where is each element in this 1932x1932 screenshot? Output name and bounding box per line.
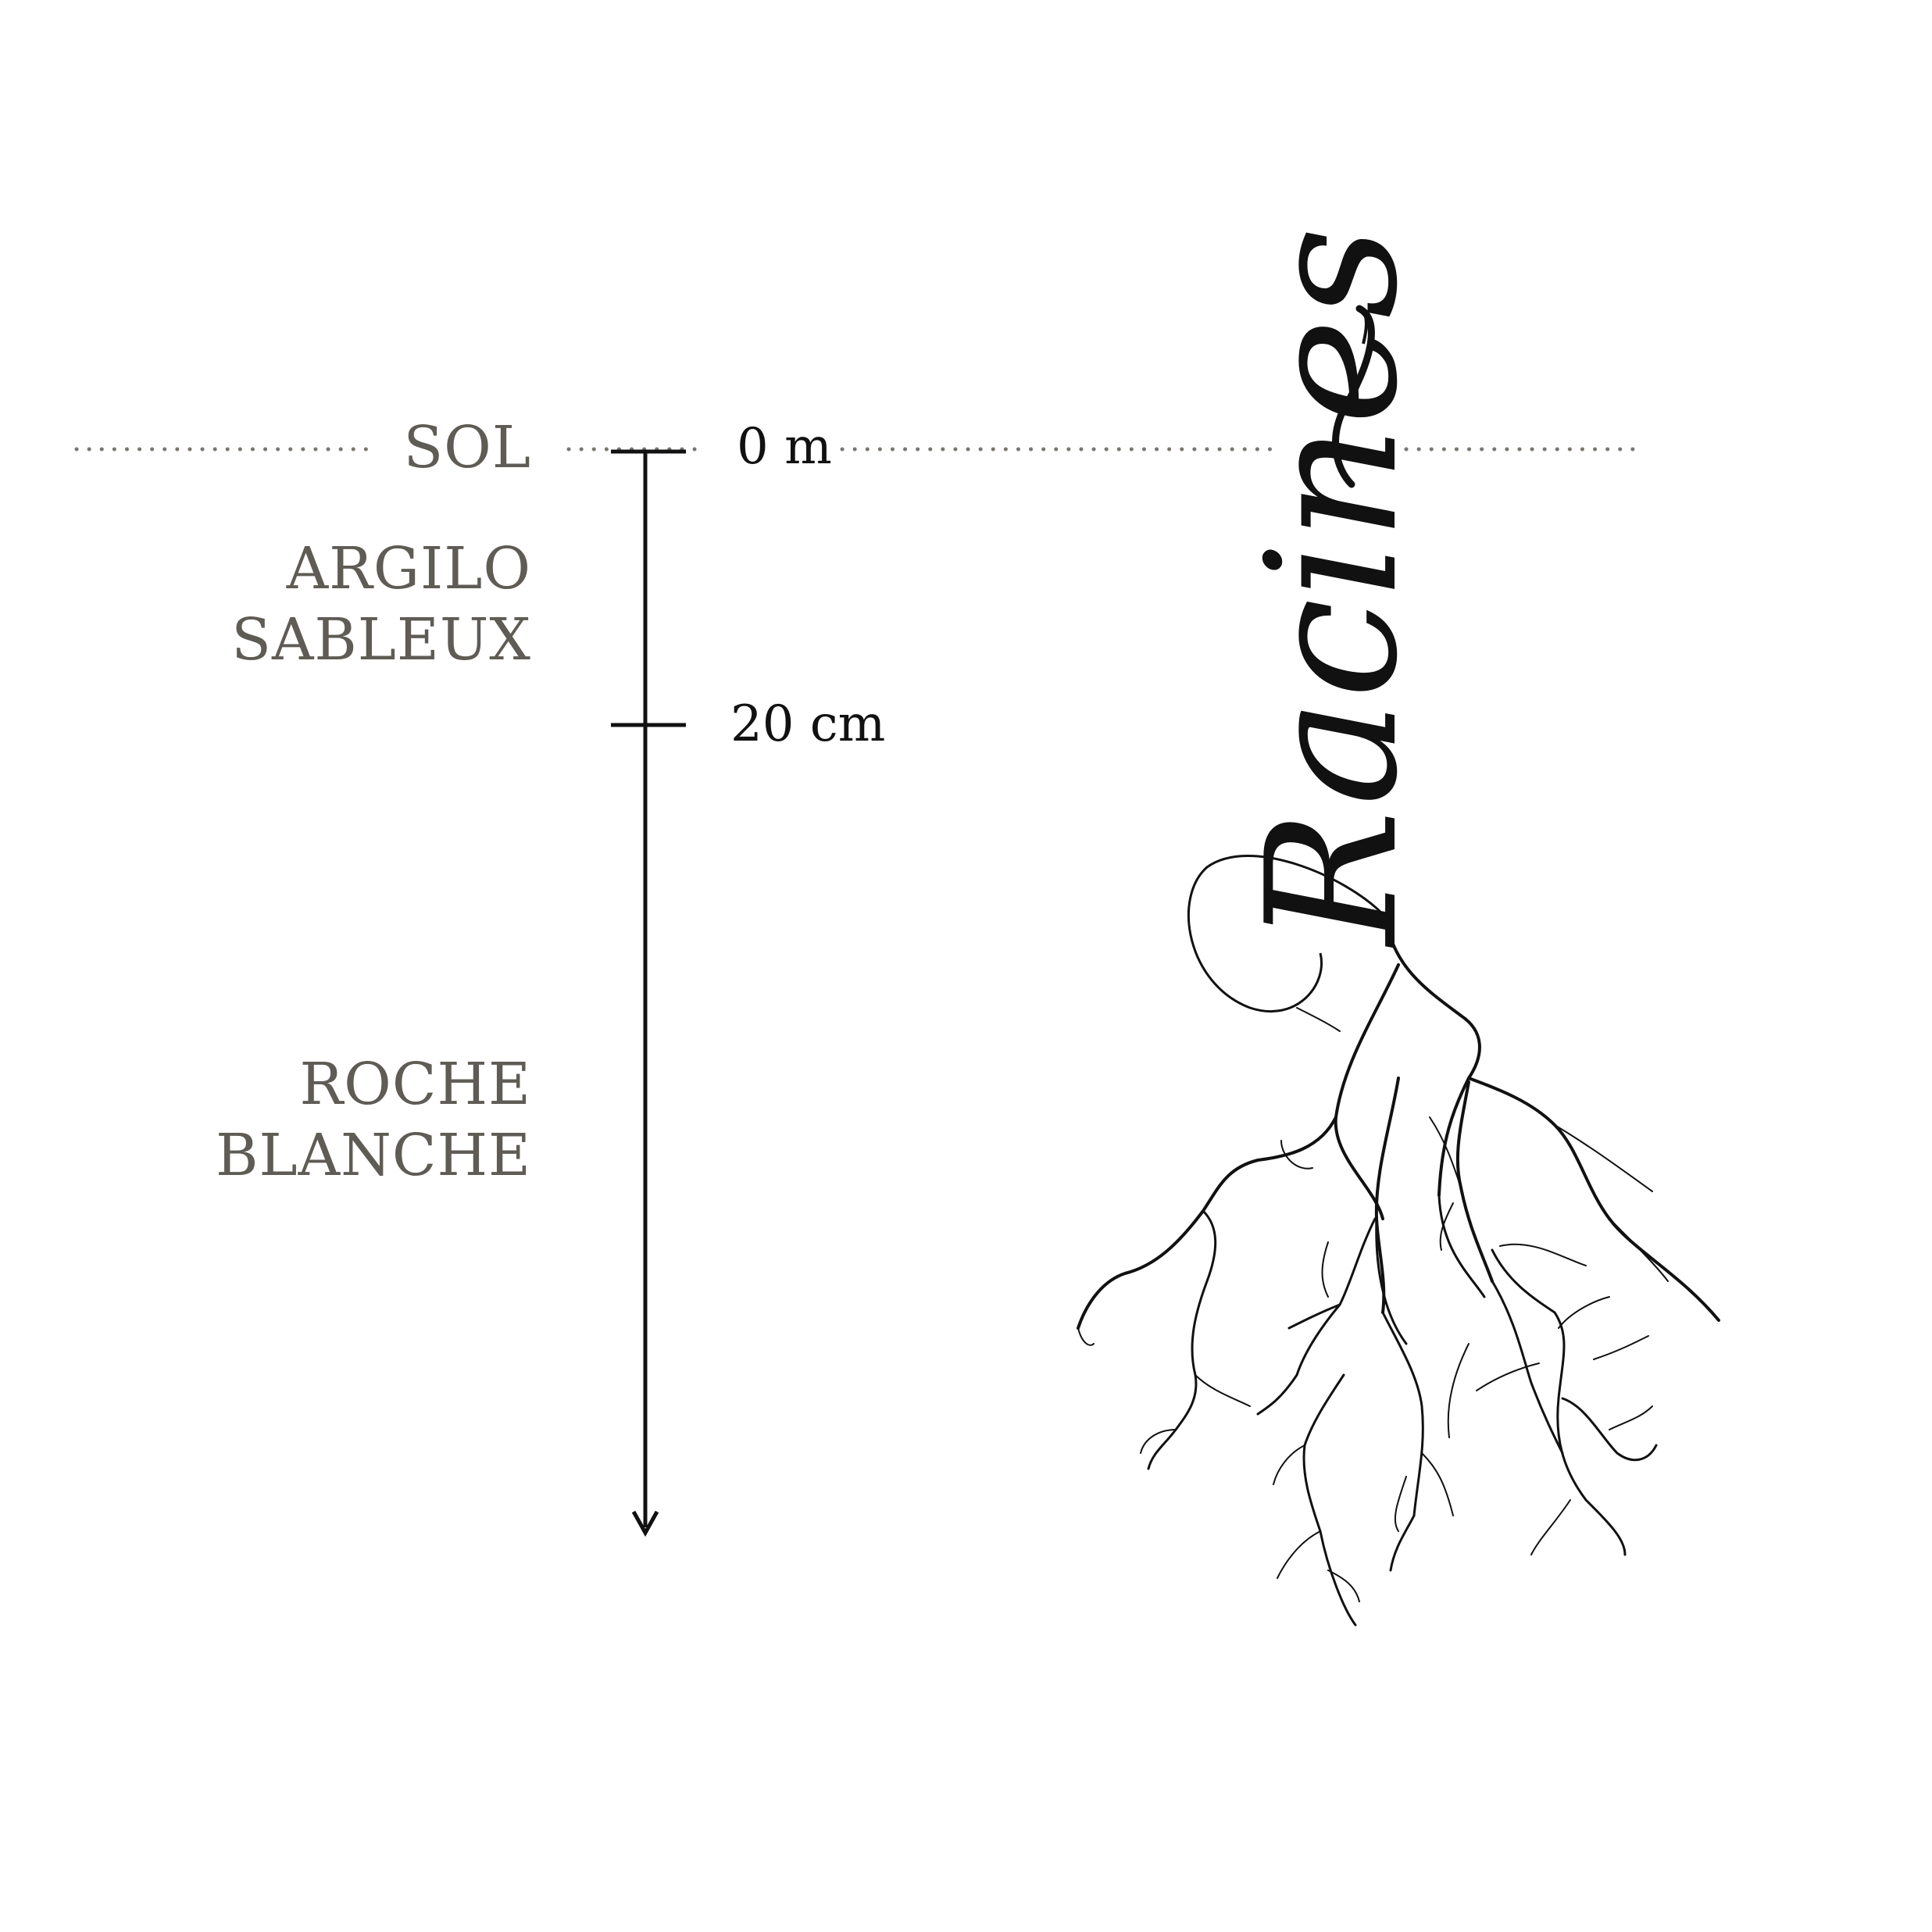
roots-title-script: Racines xyxy=(1187,227,1437,1013)
label-roche-line2: BLANCHE xyxy=(216,1122,531,1190)
roots-title: Racines xyxy=(1229,227,1437,948)
label-argilo-line1: ARGILO xyxy=(286,535,531,602)
label-sol: SOL xyxy=(403,414,531,481)
label-roche-line1: ROCHE xyxy=(299,1051,531,1118)
label-argilo-line2: SABLEUX xyxy=(231,606,531,674)
depth-scale-arrow xyxy=(611,449,686,1537)
label-roche-blanche: ROCHE BLANCHE xyxy=(216,1051,531,1191)
label-argilo-sableux: ARGILO SABLEUX xyxy=(231,535,531,675)
root-system-illustration xyxy=(1077,920,1720,1627)
depth-mark-20cm: 20 cm xyxy=(730,695,886,753)
depth-mark-0m: 0 m xyxy=(737,418,832,476)
